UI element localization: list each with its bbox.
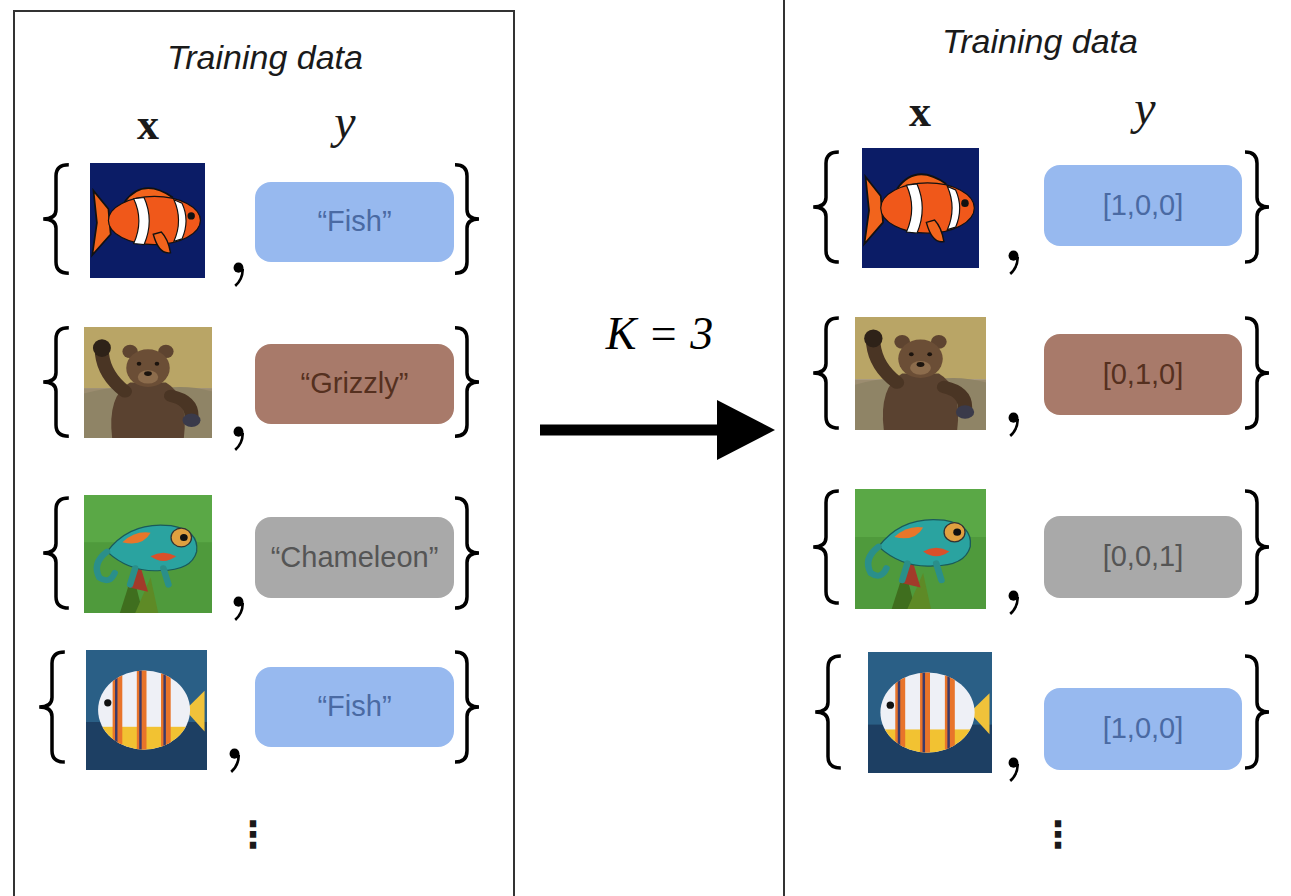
arrow-shaft xyxy=(540,425,721,436)
arrow-head xyxy=(717,400,775,460)
brace xyxy=(813,491,839,603)
class-label: [0,1,0] xyxy=(1103,359,1184,391)
panel-title: Training data xyxy=(942,23,1138,60)
chameleon-image xyxy=(855,489,986,609)
comma xyxy=(234,427,244,450)
brace xyxy=(1245,152,1269,262)
class-label: “Grizzly” xyxy=(301,368,409,400)
brace xyxy=(1245,491,1269,603)
butterflyfish-image xyxy=(868,652,992,778)
grizzly-image xyxy=(84,327,212,438)
comma xyxy=(1009,591,1019,614)
grizzly-image xyxy=(855,317,986,430)
brace xyxy=(455,498,479,608)
continuation-dots: ⋮ xyxy=(1040,815,1076,855)
brace xyxy=(43,165,69,273)
comma xyxy=(234,597,244,620)
class-label-box: [1,0,0] xyxy=(1044,688,1242,770)
label-header: y xyxy=(334,96,355,149)
class-label-box: “Fish” xyxy=(255,182,454,262)
comma xyxy=(234,263,244,286)
brace xyxy=(1245,656,1269,768)
class-label-box: “Grizzly” xyxy=(255,344,454,424)
clownfish-image xyxy=(90,163,205,278)
comma xyxy=(1009,758,1019,781)
data-panel: Training data x y ⋮ [1,0,0] [0,1,0] [0,0,1] [1,… xyxy=(783,0,1291,896)
brace xyxy=(39,652,65,762)
class-label-box: “Chameleon” xyxy=(255,517,454,598)
class-label-box: [1,0,0] xyxy=(1044,165,1242,246)
transform-arrow xyxy=(540,400,775,460)
class-label: [1,0,0] xyxy=(1103,713,1184,745)
class-label: “Fish” xyxy=(317,206,391,238)
brace xyxy=(813,152,839,262)
edge-label: K = 3 xyxy=(602,307,718,360)
butterflyfish-image xyxy=(86,650,207,775)
data-panel: Training datax y ⋮ “Fish” “Grizzly” “Chameleo… xyxy=(13,10,515,896)
comma xyxy=(1009,251,1019,274)
brace xyxy=(815,656,841,768)
brace xyxy=(43,498,69,608)
class-label: “Fish” xyxy=(317,691,391,723)
panel-title: Training data xyxy=(167,39,363,76)
comma xyxy=(1009,413,1019,436)
brace xyxy=(455,328,479,436)
input-header: x xyxy=(909,88,931,136)
comma xyxy=(230,749,240,772)
input-header: x xyxy=(137,101,159,149)
class-label-box: [0,1,0] xyxy=(1044,334,1242,415)
brace xyxy=(455,165,479,273)
label-header: y xyxy=(1134,82,1155,135)
brace xyxy=(1245,318,1269,428)
brace xyxy=(455,652,479,762)
brace xyxy=(813,318,839,428)
class-label-box: [0,0,1] xyxy=(1044,516,1242,598)
class-label: “Chameleon” xyxy=(271,542,439,574)
class-label: [0,0,1] xyxy=(1103,541,1184,573)
brace xyxy=(43,328,69,436)
clownfish-image xyxy=(862,148,979,268)
class-label: [1,0,0] xyxy=(1103,190,1184,222)
chameleon-image xyxy=(84,495,212,613)
continuation-dots: ⋮ xyxy=(235,815,271,855)
class-label-box: “Fish” xyxy=(255,667,454,747)
